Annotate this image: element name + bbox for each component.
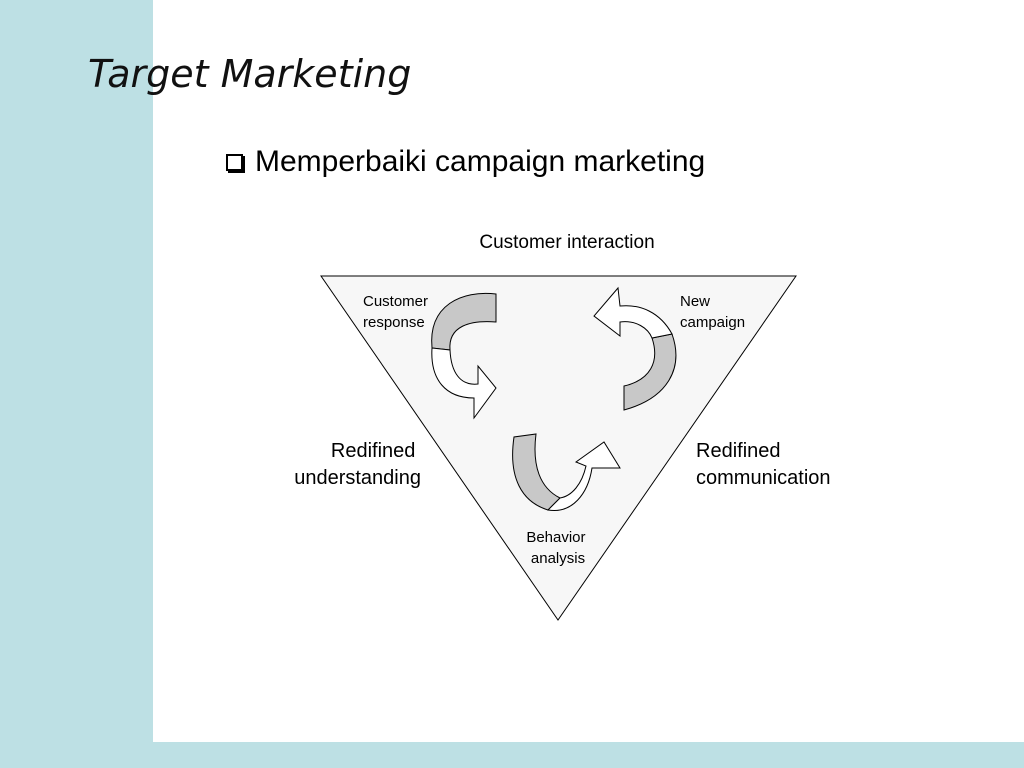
label-redefined-communication: Redifined communication bbox=[696, 440, 831, 489]
curved-arrow-icon-right bbox=[593, 286, 677, 411]
label-line: New bbox=[680, 293, 710, 310]
label-customer-response: Customer response bbox=[363, 293, 432, 331]
label-behavior-analysis: Behavior analysis bbox=[526, 529, 589, 567]
label-line: Behavior bbox=[526, 529, 585, 546]
checkbox-bullet-icon bbox=[226, 153, 243, 171]
bullet-text: Memperbaiki campaign marketing bbox=[255, 145, 706, 178]
label-line: analysis bbox=[531, 550, 585, 567]
label-redefined-understanding: Redifined understanding bbox=[294, 440, 421, 489]
bullet-item: Memperbaiki campaign marketing bbox=[226, 145, 705, 179]
label-line: response bbox=[363, 314, 425, 331]
curved-arrow-icon-bottom bbox=[512, 433, 621, 511]
curved-arrow-icon-left bbox=[431, 292, 497, 420]
left-accent-band bbox=[0, 0, 153, 768]
slide-title: Target Marketing bbox=[88, 52, 412, 96]
label-line: communication bbox=[696, 467, 831, 489]
bottom-accent-band bbox=[0, 742, 1024, 768]
label-line: Redifined bbox=[696, 440, 781, 462]
label-line: campaign bbox=[680, 314, 745, 331]
label-line: Redifined bbox=[331, 440, 416, 462]
label-line: understanding bbox=[294, 467, 421, 489]
label-line: Customer bbox=[363, 293, 428, 310]
label-new-campaign: New campaign bbox=[680, 293, 745, 331]
label-customer-interaction: Customer interaction bbox=[479, 232, 654, 253]
